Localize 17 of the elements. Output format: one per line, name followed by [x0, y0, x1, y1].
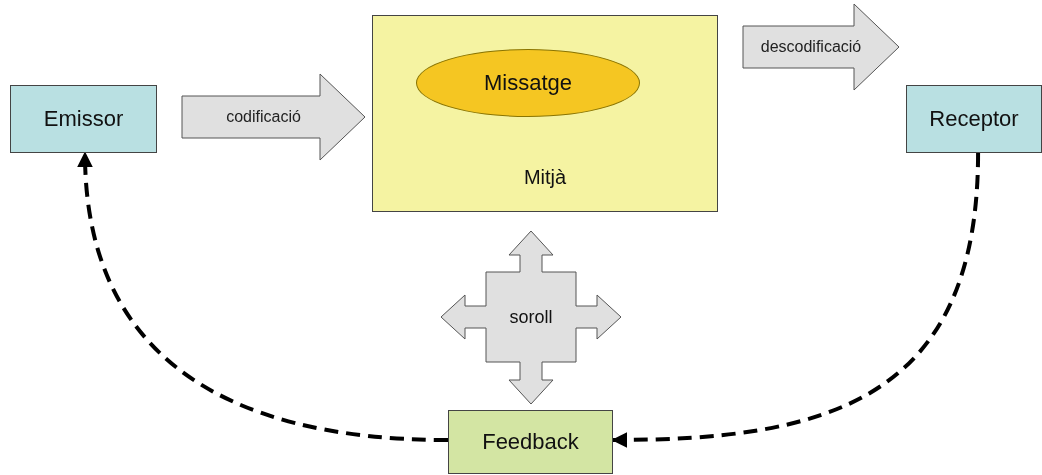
node-label: Mitjà [523, 166, 567, 189]
noise-cross-arrow [440, 230, 622, 405]
node-label: Emissor [43, 106, 124, 132]
node-label: Missatge [483, 70, 572, 96]
block-arrow [742, 3, 900, 91]
block-arrow [181, 73, 366, 161]
process-box [448, 410, 613, 474]
node-label: Receptor [929, 106, 1019, 132]
medium-box [372, 15, 718, 212]
node-label: soroll [509, 307, 553, 328]
process-box [906, 85, 1042, 153]
dashed-arrow [77, 151, 449, 442]
process-box [10, 85, 157, 153]
dashed-arrow [611, 152, 981, 448]
node-label: Feedback [482, 429, 579, 455]
edge-label: codificació [226, 108, 301, 126]
edge-label: descodificació [760, 38, 862, 56]
